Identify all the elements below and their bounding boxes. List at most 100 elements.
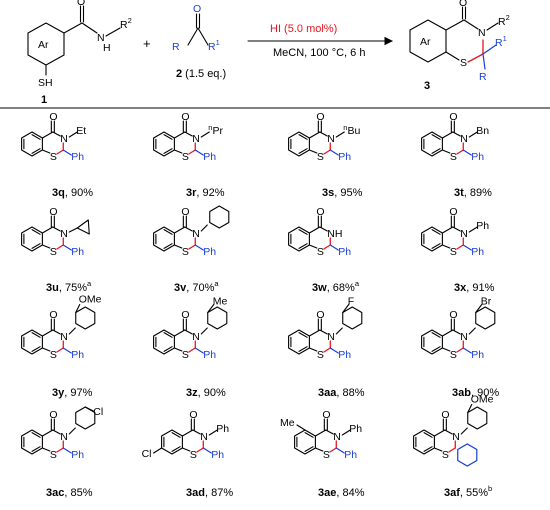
phenyl-label: Ph	[471, 246, 484, 258]
ring-chloro-label: Cl	[142, 448, 152, 460]
n-phenyl-label: Ph	[349, 423, 362, 435]
ring-nitrogen: N	[60, 431, 68, 443]
compound-caption: 3ac, 85%	[46, 487, 93, 499]
amide-hydrogen: H	[103, 42, 111, 54]
ring-sulfur: S	[50, 246, 57, 258]
reactant-1: Ar O N H R2 SH 1	[27, 0, 132, 106]
phenyl-label: Ph	[211, 449, 224, 461]
product-nitrogen: N	[478, 27, 486, 39]
compound-3-label: 3	[424, 80, 430, 92]
compound-caption: 3s, 95%	[322, 187, 363, 199]
fluoro-label: F	[348, 296, 354, 308]
phenyl-label: Ph	[203, 349, 216, 361]
r-label: R	[172, 41, 180, 53]
product-sulfur: S	[460, 57, 467, 69]
ring-sulfur: S	[50, 151, 57, 163]
ring-sulfur: S	[182, 349, 189, 361]
ring-sulfur: S	[182, 246, 189, 258]
reactant-2: O R R1 2 (1.5 eq.)	[172, 3, 226, 80]
carbonyl-oxygen: O	[322, 409, 330, 421]
ring-nitrogen: N	[192, 133, 200, 145]
compound-caption: 3x, 91%	[454, 282, 495, 294]
ring-nitrogen: N	[327, 331, 335, 343]
compound-caption: 3t, 89%	[454, 187, 492, 199]
compound-2-label: 2 (1.5 eq.)	[176, 68, 226, 80]
bromo-label: Br	[481, 296, 492, 308]
carbonyl-oxygen: O	[49, 111, 57, 123]
ar-label: Ar	[38, 39, 49, 51]
phenyl-label: Ph	[344, 449, 357, 461]
carbonyl-oxygen: O	[189, 409, 197, 421]
product-r2: R2	[498, 13, 510, 28]
carbonyl-oxygen: O	[449, 309, 457, 321]
compound-3aa: ONS F Ph 3aa, 88%	[288, 296, 365, 399]
carbonyl-oxygen: O	[316, 111, 324, 123]
ring-nitrogen: N	[192, 228, 200, 240]
carbonyl-oxygen: O	[77, 0, 85, 8]
ring-nitrogen: N	[460, 133, 468, 145]
butyl-label: nBu	[343, 123, 360, 137]
ring-sulfur: S	[442, 449, 449, 461]
phenyl-label: Ph	[338, 349, 351, 361]
carbonyl-oxygen: O	[316, 309, 324, 321]
compound-caption: 3aa, 88%	[318, 387, 365, 399]
ring-sulfur: S	[317, 246, 324, 258]
phenyl-label: Ph	[71, 151, 84, 163]
r1-label: R1	[208, 38, 220, 53]
catalyst-text: HI (5.0 mol%)	[270, 23, 337, 35]
product-r: R	[479, 71, 487, 83]
phenyl-label: Ph	[338, 151, 351, 163]
chloro-label: Cl	[93, 406, 103, 418]
compound-caption: 3w, 68%a	[312, 279, 360, 294]
ring-nitrogen: N	[460, 331, 468, 343]
carbonyl-oxygen: O	[449, 111, 457, 123]
ring-sulfur: S	[50, 349, 57, 361]
methyl-label: Me	[213, 296, 228, 308]
reaction-arrow: HI (5.0 mol%) MeCN, 100 °C, 6 h	[247, 23, 394, 59]
phenyl-label: Ph	[71, 246, 84, 258]
plus-sign: +	[143, 36, 151, 51]
compound-caption: 3af, 55%b	[444, 484, 492, 499]
compound-1-label: 1	[41, 94, 47, 106]
product-r1: R1	[495, 34, 507, 49]
ring-sulfur: S	[182, 151, 189, 163]
ring-sulfur: S	[317, 349, 324, 361]
phenyl-label: Ph	[203, 246, 216, 258]
compound-caption: 3q, 90%	[52, 187, 93, 199]
ring-nitrogen: NH	[327, 228, 342, 240]
carbonyl-oxygen: O	[316, 206, 324, 218]
phenyl-label: Ph	[71, 349, 84, 361]
ring-nitrogen: N	[327, 133, 335, 145]
ring-sulfur: S	[190, 449, 197, 461]
compound-caption: 3ad, 87%	[186, 487, 233, 499]
thiol-group: SH	[38, 77, 53, 89]
carbonyl-oxygen: O	[181, 206, 189, 218]
ring-nitrogen: N	[200, 431, 208, 443]
carbonyl-oxygen: O	[49, 206, 57, 218]
phenyl-label: Ph	[471, 349, 484, 361]
carbonyl-oxygen: O	[181, 309, 189, 321]
compound-3u: ONS Ph 3u, 75%a	[21, 206, 92, 294]
compound-caption: 3ab, 90%	[452, 387, 499, 399]
phenyl-label: Ph	[338, 246, 351, 258]
ring-sulfur: S	[450, 349, 457, 361]
ring-nitrogen: N	[60, 228, 68, 240]
ring-sulfur: S	[450, 151, 457, 163]
compound-caption: 3u, 75%a	[46, 279, 92, 294]
ring-methyl-label: Me	[280, 417, 295, 429]
conditions-text: MeCN, 100 °C, 6 h	[273, 47, 365, 59]
n-phenyl-label: Ph	[216, 423, 229, 435]
